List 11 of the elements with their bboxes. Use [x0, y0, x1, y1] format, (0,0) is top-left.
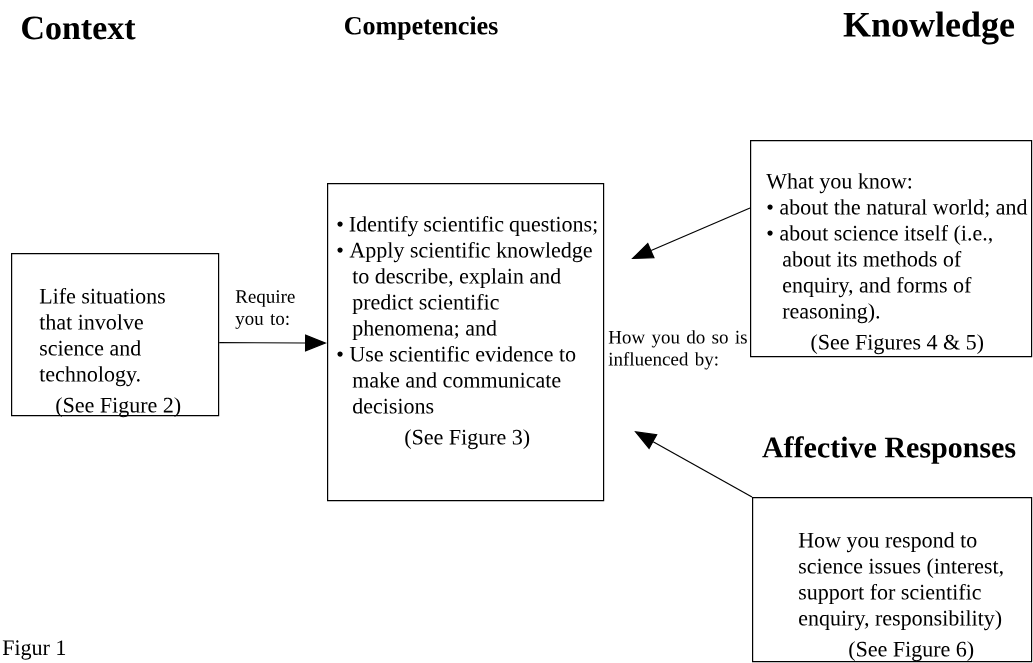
text-box: • Identify scientific questions; • Apply scientific knowledge to describe, explain and predict scientific phenomena; and • Use scientific evidence to make and communicate decisions (See Figure 3): [327, 183, 605, 502]
edge-label: Require you to:: [235, 290, 295, 329]
heading: Context: [22, 16, 136, 40]
text-box: Life situations that involve science and technology. (See Figure 2): [11, 253, 220, 418]
figure-caption: Figur 1: [2, 640, 66, 660]
heading: Competencies: [345, 16, 498, 40]
note-text: How you do so is influenced by:: [608, 330, 747, 370]
heading: Affective Responses: [762, 436, 1016, 464]
text-box: How you respond to science issues (interest, support for scientific enquiry, responsibility) (See Figure 6): [752, 497, 1033, 663]
text-box: What you know: • about the natural world; and • about science itself (i.e., about its methods of enquiry, and forms of reasoning). (See Figures 4 & 5): [750, 140, 1033, 358]
heading: Knowledge: [843, 11, 1015, 45]
